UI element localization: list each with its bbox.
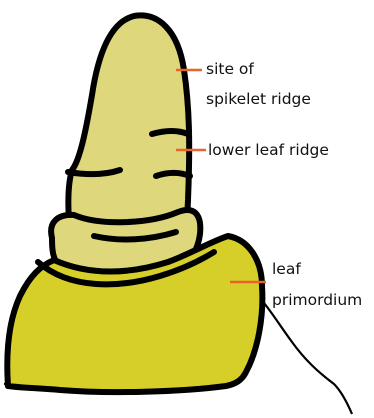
stem-outline: [258, 296, 352, 414]
label-lower-leaf-ridge: lower leaf ridge: [208, 141, 329, 159]
middle-ridge-mark: [156, 173, 190, 176]
label-primordium: primordium: [272, 291, 362, 309]
label-leaf: leaf: [272, 260, 301, 278]
label-spikelet-ridge: spikelet ridge: [206, 90, 311, 108]
label-site-of: site of: [206, 60, 254, 78]
upper-ridge-mark: [152, 131, 188, 134]
